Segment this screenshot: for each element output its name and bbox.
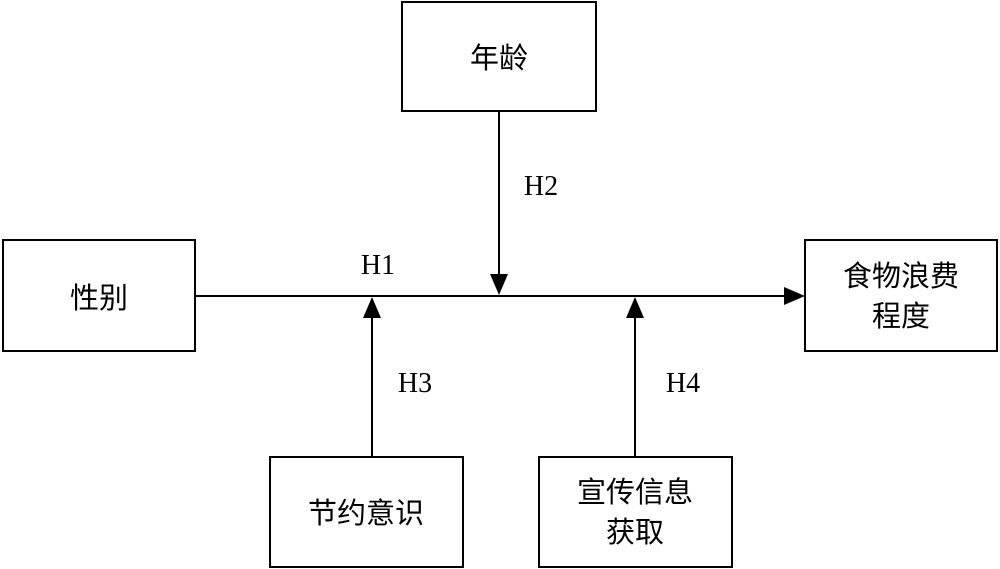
node-publicity-info-label-line2: 获取	[606, 515, 664, 549]
node-food-waste: 食物浪费 程度	[804, 239, 998, 352]
edge-age-moderation	[490, 111, 508, 295]
node-publicity-info-label-line1: 宣传信息	[577, 475, 693, 509]
edge-gender-to-food-waste	[195, 287, 805, 305]
hypothesis-h4-label: H4	[666, 368, 700, 399]
node-publicity-info: 宣传信息 获取	[538, 456, 733, 568]
node-saving-awareness-label: 节约意识	[308, 496, 424, 530]
node-gender-label: 性别	[70, 281, 128, 315]
edge-publicity-info-moderation	[626, 297, 644, 457]
node-saving-awareness: 节约意识	[269, 456, 464, 568]
node-gender: 性别	[2, 239, 196, 352]
hypothesis-h2-label: H2	[524, 171, 558, 202]
edge-saving-awareness-moderation	[363, 297, 381, 457]
hypothesis-h1-label: H1	[361, 250, 395, 281]
hypothesis-h3-label: H3	[398, 368, 432, 399]
node-food-waste-label-line2: 程度	[872, 299, 930, 333]
node-food-waste-label-line1: 食物浪费	[843, 259, 959, 293]
node-age-label: 年龄	[470, 41, 528, 75]
arrowhead-up	[363, 297, 381, 318]
arrowhead-up	[626, 297, 644, 318]
arrowhead-down	[490, 274, 508, 295]
arrowhead-right	[784, 287, 805, 305]
node-age: 年龄	[401, 1, 597, 112]
